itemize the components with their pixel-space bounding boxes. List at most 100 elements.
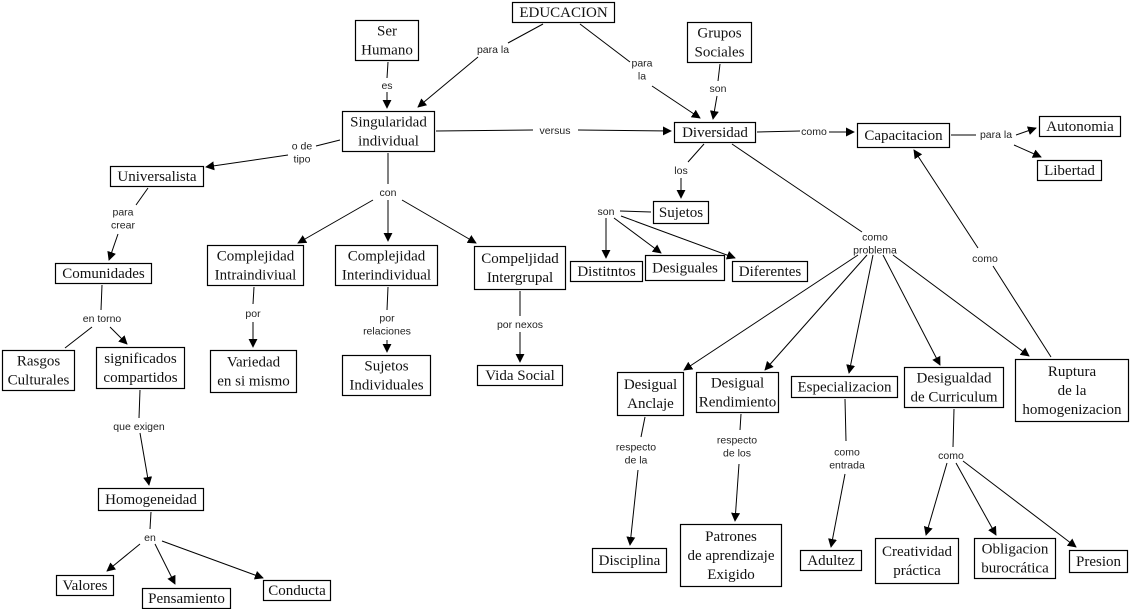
node-box — [206, 244, 305, 287]
connector-l-respecto-de-los-0 — [739, 413, 742, 431]
concept-node-pensamiento[interactable]: Pensamiento — [141, 587, 232, 609]
concept-node-valores[interactable]: Valores — [55, 574, 115, 597]
connector-l-en-torno-0 — [100, 284, 103, 311]
connector-l-como-problema-5 — [892, 254, 1030, 357]
node-box — [731, 260, 809, 283]
concept-node-universalista[interactable]: Universalista — [109, 165, 205, 188]
connector-l-respecto-de-la-1 — [626, 469, 639, 546]
concept-node-libertad[interactable]: Libertad — [1036, 159, 1103, 182]
node-box — [109, 165, 205, 188]
node-box — [856, 122, 951, 149]
concept-node-vida-social[interactable]: Vida Social — [476, 364, 564, 387]
node-box — [790, 375, 899, 399]
connector-l-para-crear-0 — [135, 187, 149, 206]
node-box — [1036, 159, 1103, 182]
node-label: Disciplina — [599, 553, 661, 569]
connector-l-para-la-1-1 — [417, 56, 479, 108]
link-label-l-en-torno: en torno — [83, 313, 122, 325]
concept-node-sujetos[interactable]: Sujetos — [652, 200, 710, 225]
connector-l-que-exigen-1 — [139, 432, 153, 486]
link-label-l-que-exigen: que exigen — [113, 421, 165, 433]
connector-l-como-curr-2 — [955, 462, 997, 536]
node-box — [97, 487, 205, 512]
node-label: Diferentes — [739, 264, 802, 280]
connector-l-en-3 — [161, 540, 264, 580]
concept-node-disciplina[interactable]: Disciplina — [591, 547, 668, 574]
concept-node-conducta[interactable]: Conducta — [262, 579, 332, 602]
concept-node-presion[interactable]: Presion — [1068, 549, 1129, 574]
connector-l-como-ruptura-0 — [992, 265, 1052, 358]
connector-l-son-grupos-0 — [717, 63, 721, 82]
concept-node-adultez[interactable]: Adultez — [799, 549, 863, 572]
connector-l-como-problema-2 — [764, 254, 868, 371]
node-box — [652, 200, 710, 225]
concept-node-diversidad[interactable]: Diversidad — [673, 121, 757, 144]
concept-node-diferentes[interactable]: Diferentes — [731, 260, 809, 283]
concept-node-capacitacion[interactable]: Capacitacion — [856, 122, 951, 149]
link-label-l-versus: versus — [540, 125, 571, 137]
connector-l-con-1 — [297, 199, 374, 244]
connector-l-como-problema-4 — [882, 254, 941, 366]
concept-node-especializacion[interactable]: Especializacion — [790, 375, 899, 399]
connector-l-como-ruptura-1 — [913, 149, 979, 249]
link-label-l-es: es — [381, 80, 392, 92]
concept-node-homogeneidad[interactable]: Homogeneidad — [97, 487, 205, 512]
connectors — [64, 23, 1077, 585]
node-label: Desiguales — [652, 261, 718, 277]
node-label: Diversidad — [682, 125, 748, 141]
connector-l-que-exigen-0 — [138, 389, 141, 419]
concept-node-comunidades[interactable]: Comunidades — [54, 262, 153, 285]
concept-node-autonomia[interactable]: Autonomia — [1038, 115, 1122, 138]
concept-node-educacion[interactable]: EDUCACION — [511, 1, 616, 24]
concept-node-distintos[interactable]: Distitntos — [569, 260, 644, 283]
node-label: Especializacion — [797, 380, 892, 396]
node-label: Homogeneidad — [105, 492, 197, 508]
connector-l-o-de-tipo-0 — [315, 139, 341, 147]
node-box — [686, 21, 753, 64]
node-label: EDUCACION — [519, 5, 607, 21]
connector-l-en-torno-1 — [64, 326, 93, 349]
node-box — [1, 349, 76, 392]
node-box — [679, 523, 783, 588]
node-box — [341, 110, 436, 153]
node-label: Capacitacion — [864, 128, 943, 144]
connector-l-por-0 — [252, 286, 255, 305]
node-label: Presion — [1076, 554, 1122, 570]
connector-l-como-cap-0 — [756, 130, 801, 133]
node-label: Distitntos — [577, 264, 636, 280]
concept-node-desiguales[interactable]: Desiguales — [644, 254, 726, 282]
connector-l-o-de-tipo-1 — [205, 154, 289, 171]
